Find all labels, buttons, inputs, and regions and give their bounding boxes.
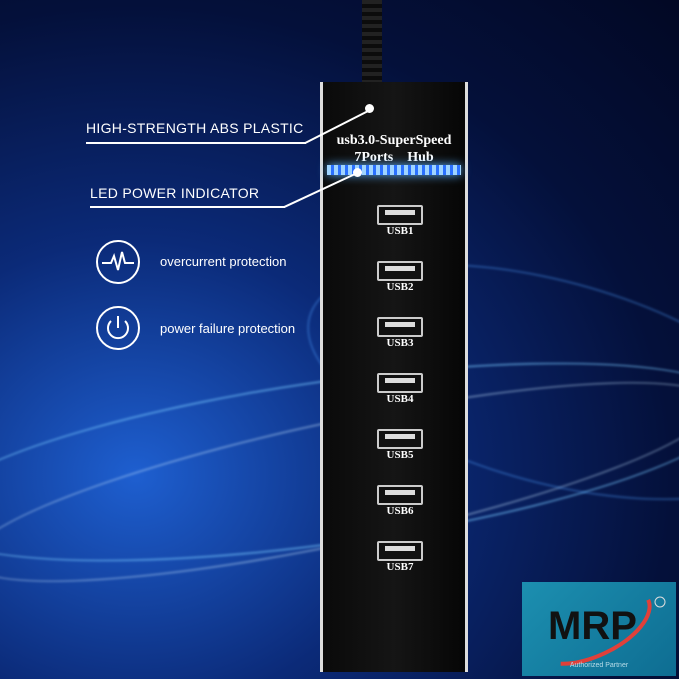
port-label: USB7 (386, 561, 414, 573)
usb-port-4 (377, 373, 423, 393)
port-label: USB6 (386, 505, 414, 517)
usb-port-7 (377, 541, 423, 561)
usb-port-1 (377, 205, 423, 225)
callout-dot (353, 168, 362, 177)
logo-tagline: Authorized Partner (569, 662, 629, 669)
feature-label: overcurrent protection (160, 254, 287, 269)
feature-label: power failure protection (160, 321, 296, 336)
callout-line (86, 142, 306, 144)
callout-line (90, 206, 285, 208)
hub-title: usb3.0-SuperSpeed 7Ports Hub (336, 133, 452, 165)
port-label: USB4 (386, 393, 414, 405)
usb-cable (362, 0, 382, 86)
logo-text: MRP (548, 604, 637, 648)
usb-port-3 (377, 317, 423, 337)
usb-port-6 (377, 485, 423, 505)
power-icon (96, 306, 140, 350)
mrp-logo: MRP Authorized Partner (522, 582, 676, 676)
port-label: USB1 (386, 225, 414, 237)
usb-port-2 (377, 261, 423, 281)
usb-port-5 (377, 429, 423, 449)
callout-dot (365, 104, 374, 113)
led-callout: LED POWER INDICATOR (90, 185, 260, 201)
led-indicator (327, 165, 461, 175)
port-label: USB5 (386, 449, 414, 461)
heartbeat-icon (96, 240, 140, 284)
usb-hub: usb3.0-SuperSpeed 7Ports Hub USB1 USB2 U… (320, 82, 468, 672)
port-label: USB3 (386, 337, 414, 349)
port-label: USB2 (386, 281, 414, 293)
abs-plastic-callout: HIGH-STRENGTH ABS PLASTIC (86, 120, 304, 136)
